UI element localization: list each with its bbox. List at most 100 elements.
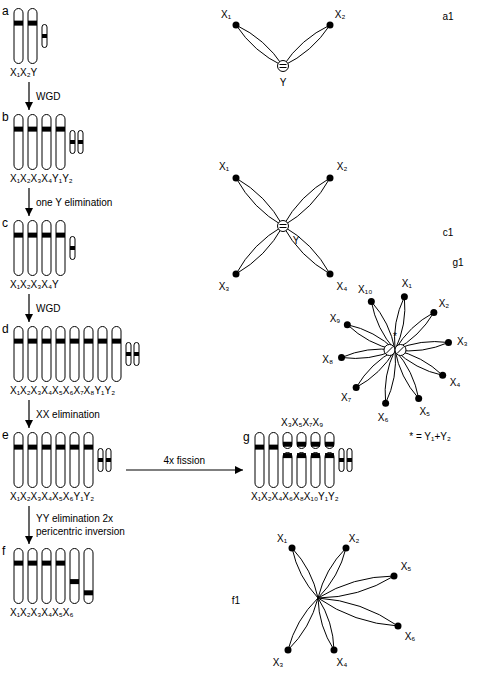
centromere-dot	[401, 293, 408, 300]
centromere-dot	[331, 647, 338, 654]
figure-label: g1	[452, 256, 463, 269]
chromosome-set	[2, 220, 94, 280]
chromosome-panel: gX₃X₅X₇X₉X₁X₂X₄X₆X₈X₁₀Y₁Y₂	[243, 416, 383, 506]
arrow-label: WGD	[36, 90, 60, 103]
chromosome-panel: cX₁X₂X₃X₄Y	[2, 216, 94, 294]
chromosome-body	[28, 115, 37, 170]
centromere-band	[283, 453, 292, 458]
centromere-dot	[445, 339, 452, 346]
chromosome-label: X₁X₂X₄X₆X₈X₁₀Y₁Y₂	[251, 490, 339, 503]
centromere-band	[98, 339, 107, 344]
arrow-label: one Y elimination	[36, 196, 112, 209]
chromosome-body	[42, 327, 51, 382]
chromosome-body	[70, 549, 79, 604]
centromere-dot	[338, 354, 345, 361]
chromosome-label: X₁X₂X₃X₄Y	[10, 278, 59, 291]
centromere-band	[56, 339, 65, 344]
chromosome-set	[2, 432, 126, 492]
chromosome-body	[14, 433, 23, 488]
chromosome	[269, 433, 278, 488]
y-centromere-symbol	[395, 345, 406, 356]
chromosome	[70, 131, 75, 154]
centromere-band	[14, 561, 23, 566]
panel-letter: a	[2, 4, 9, 18]
chromosome	[56, 549, 65, 604]
y-centromere-symbol	[278, 221, 289, 232]
centromere-band	[42, 339, 51, 344]
panel-letter: b	[2, 110, 9, 124]
chromosome	[42, 327, 51, 382]
process-arrow	[28, 506, 29, 544]
centromere-band	[28, 339, 37, 344]
chromosome-body	[325, 433, 334, 449]
figure-label: X₄	[337, 656, 348, 669]
centromere-dot	[327, 175, 334, 182]
centromere-band	[112, 339, 121, 344]
chromosome	[84, 433, 93, 488]
chromosome	[325, 433, 334, 449]
panel-letter: d	[2, 322, 9, 336]
centromere-band	[297, 453, 306, 458]
meiotic-arm	[371, 301, 395, 350]
chromosome	[56, 433, 65, 488]
chromosome	[311, 433, 320, 449]
figure-label: X₃	[219, 280, 230, 293]
figure-label: a1	[442, 10, 453, 23]
centromere-dot	[344, 321, 351, 328]
centromere-band	[106, 458, 111, 462]
centromere-band	[325, 442, 334, 447]
chromosome-body	[325, 453, 334, 488]
centromere-band	[56, 561, 65, 566]
figure-label: X₂	[337, 160, 348, 173]
chromosome-body	[112, 327, 121, 382]
chromosome-label: X₁X₂X₃X₄X₅X₆X₇X₈Y₁Y₂	[10, 384, 115, 397]
figure-label: X₃	[273, 656, 284, 669]
centromere-band	[255, 445, 264, 450]
meiotic-arm	[318, 576, 394, 598]
centromere-band	[269, 445, 278, 450]
figure-label: *	[393, 330, 397, 343]
meiotic-arm	[236, 25, 283, 66]
panel-letter: e	[2, 428, 9, 442]
chromosome-body	[28, 433, 37, 488]
figure-label: X₁	[219, 160, 229, 173]
chromosome-body	[84, 327, 93, 382]
process-arrow	[28, 188, 29, 216]
chromosome-body	[297, 453, 306, 488]
chromosome	[126, 343, 131, 366]
chromosome-body	[14, 115, 23, 170]
chromosome	[106, 449, 111, 472]
chromosome	[28, 221, 37, 276]
chromosome-body	[14, 221, 23, 276]
chromosome-body	[70, 327, 79, 382]
centromere-band	[14, 339, 23, 344]
chromosome-set	[243, 432, 383, 492]
centromere-dot	[415, 395, 422, 402]
centromere-dot	[382, 400, 389, 407]
centromere-band	[42, 561, 51, 566]
chromosome-body	[70, 237, 75, 260]
centromere-band	[84, 590, 93, 595]
process-arrow	[28, 294, 29, 322]
chromosome-body	[269, 433, 278, 488]
chromosome-set	[2, 114, 102, 174]
panel-letter: c	[2, 216, 8, 230]
meiotic-arm	[283, 226, 330, 274]
arrow-label: YY elimination 2x pericentric inversion	[36, 512, 148, 538]
chromosome-body	[28, 221, 37, 276]
chromosome-body	[28, 9, 37, 64]
chromosome	[283, 433, 292, 449]
figure-label: X₄	[450, 375, 461, 388]
chromosome	[283, 453, 292, 488]
centromere-band	[126, 352, 131, 356]
chromosome	[325, 453, 334, 488]
arrow-label: XX elimination	[36, 408, 100, 421]
centromere-band	[84, 339, 93, 344]
chromosome-body	[297, 433, 306, 449]
chromosome	[14, 327, 23, 382]
centromere-dot	[439, 372, 446, 379]
chromosome-label: X₁X₂Y	[10, 66, 37, 79]
chromosome-body	[14, 9, 23, 64]
